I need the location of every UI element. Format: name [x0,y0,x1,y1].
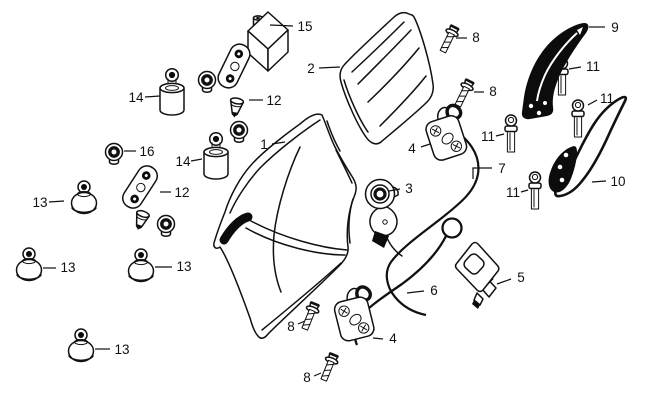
svg-text:2: 2 [307,61,315,76]
part-15-mount-block [247,11,289,72]
svg-text:8: 8 [472,30,480,45]
callout-14b: 14 [175,154,203,169]
part-3-seat-lock [364,178,403,257]
callout-13d: 13 [95,342,130,357]
callout-11b: 11 [587,91,614,106]
svg-text:6: 6 [430,283,438,298]
svg-text:15: 15 [297,19,312,34]
part-13-damper [70,180,98,215]
callout-11a: 11 [568,59,600,74]
svg-text:16: 16 [139,144,154,159]
part-14-damper-lower [203,131,229,180]
svg-text:13: 13 [32,195,47,210]
svg-text:14: 14 [175,154,191,169]
svg-text:9: 9 [611,20,619,35]
callout-15: 15 [269,19,313,34]
callout-16: 16 [124,144,155,159]
part-7-lock-cable [385,125,480,317]
svg-text:5: 5 [517,270,525,285]
svg-text:8: 8 [489,84,497,99]
callout-8a: 8 [456,30,480,45]
callout-4a: 4 [408,141,431,156]
part-2-tail-cowl [339,11,434,145]
callout-2: 2 [307,61,341,76]
svg-text:13: 13 [176,259,191,274]
part-4-hinge-bracket-lower [328,283,382,345]
svg-text:14: 14 [128,90,144,105]
callout-13b: 13 [43,260,76,275]
callouts: 15 2 9 8 11 8 11 14 [32,19,625,385]
svg-text:7: 7 [498,161,506,176]
part-1-seat [213,113,357,339]
callout-13a: 13 [32,195,65,210]
svg-text:11: 11 [586,59,600,74]
washer [155,213,177,238]
part-16-nut [103,141,125,166]
svg-text:4: 4 [389,331,397,346]
svg-text:4: 4 [408,141,416,156]
svg-text:3: 3 [405,181,413,196]
callout-8b: 8 [474,84,497,99]
part-8-screw [435,23,462,56]
part-4-hinge-bracket-upper [419,101,475,164]
washer [196,69,218,94]
part-8-screw [316,351,342,384]
svg-text:12: 12 [266,93,281,108]
callout-7: 7 [472,161,506,179]
svg-text:13: 13 [114,342,129,357]
svg-text:11: 11 [481,129,495,144]
callout-8c: 8 [287,319,306,334]
callout-13c: 13 [155,259,192,274]
svg-text:11: 11 [506,185,520,200]
callout-11c: 11 [481,129,505,144]
svg-text:1: 1 [260,137,268,152]
part-13-damper [127,248,155,283]
svg-text:8: 8 [287,319,295,334]
part-8-screw [450,77,477,110]
part-11-bolt [528,171,542,210]
part-13-damper [15,247,43,282]
part-9-grab-rail-bracket [521,23,589,120]
callout-5: 5 [496,270,525,285]
svg-text:11: 11 [600,91,614,106]
callout-3: 3 [388,181,413,196]
callout-11d: 11 [506,185,529,200]
svg-text:13: 13 [60,260,75,275]
callout-6: 6 [406,283,438,298]
part-10-side-bracket [548,95,628,198]
callout-4b: 4 [372,331,397,346]
part-13-damper [67,328,95,363]
callout-10: 10 [591,174,626,189]
callout-12b: 12 [160,185,190,200]
callout-12a: 12 [249,93,282,108]
callout-14a: 14 [128,90,161,105]
part-11-bolt [504,114,518,153]
part-8-screw [297,300,323,333]
svg-text:10: 10 [610,174,625,189]
part-12-bracket-lower [118,161,162,233]
svg-text:12: 12 [174,185,189,200]
part-11-bolt [571,99,585,138]
part-12-bracket-upper [214,40,254,120]
part-5-striker-plate [454,241,500,309]
washer [228,119,250,144]
callout-9: 9 [589,20,619,35]
callout-1: 1 [260,137,286,152]
part-14-damper-upper [159,67,185,116]
svg-text:8: 8 [303,370,311,385]
callout-8d: 8 [303,370,322,385]
